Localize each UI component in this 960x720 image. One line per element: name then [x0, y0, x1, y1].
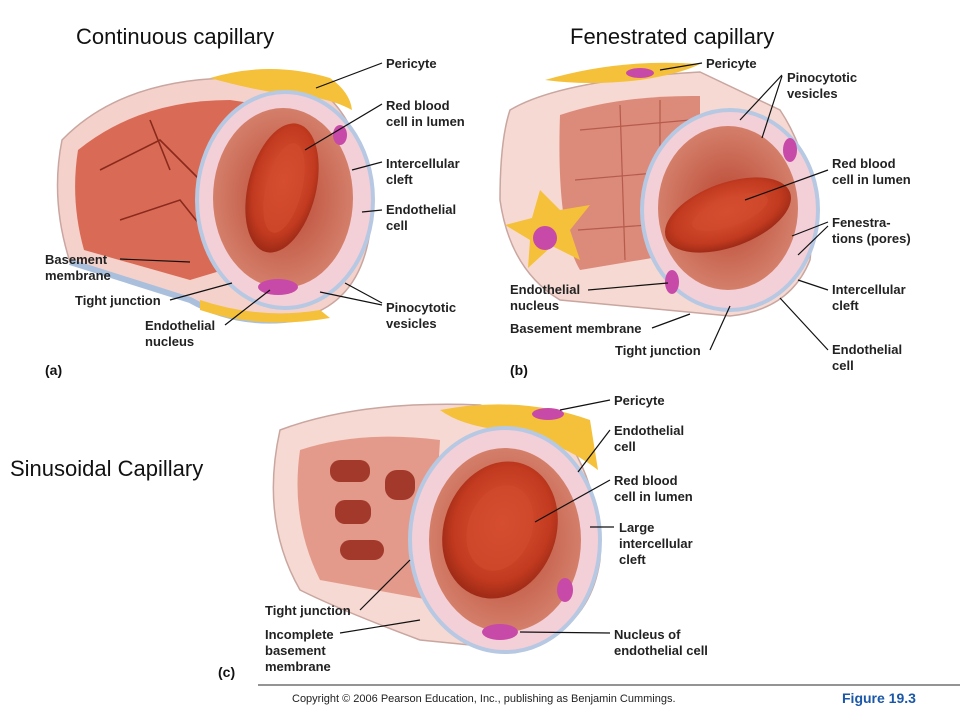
label-b-pino: Pinocytotic vesicles: [787, 70, 858, 101]
title-continuous: Continuous capillary: [76, 24, 275, 49]
label-a-endo-cell: Endothelial cell: [386, 202, 457, 233]
label-b-endo-nucleus: Endothelial nucleus: [510, 282, 581, 313]
label-b-pericyte: Pericyte: [706, 56, 757, 71]
label-a-basement: Basement membrane: [45, 252, 111, 283]
title-fenestrated: Fenestrated capillary: [570, 24, 775, 49]
label-c-rbc: Red blood cell in lumen: [614, 473, 693, 504]
label-b-fenestrations: Fenestra- tions (pores): [832, 215, 911, 246]
panel-a-letter: (a): [45, 362, 63, 378]
label-b-rbc: Red blood cell in lumen: [832, 156, 911, 187]
copyright-text: Copyright © 2006 Pearson Education, Inc.…: [292, 693, 676, 705]
label-a-endo-nucleus: Endothelial nucleus: [145, 318, 216, 349]
label-a-cleft: Intercellular cleft: [386, 156, 460, 187]
label-a-pino: Pinocytotic vesicles: [386, 300, 457, 331]
label-a-rbc: Red blood cell in lumen: [386, 98, 465, 129]
panel-b-letter: (b): [510, 362, 528, 378]
panel-c-letter: (c): [218, 664, 236, 680]
panel-c-diagram: [272, 403, 602, 654]
label-c-pericyte: Pericyte: [614, 393, 665, 408]
panel-b-diagram: [499, 62, 820, 317]
label-a-pericyte: Pericyte: [386, 56, 437, 71]
label-c-cleft: Large intercellular cleft: [619, 520, 693, 567]
label-b-cleft: Intercellular cleft: [832, 282, 906, 313]
label-b-endo-cell: Endothelial cell: [832, 342, 903, 373]
label-c-endo-cell: Endothelial cell: [614, 423, 685, 454]
label-a-tight: Tight junction: [75, 293, 161, 308]
leader-lines: [119, 62, 829, 634]
label-c-incomplete: Incomplete basement membrane: [265, 627, 334, 674]
label-b-basement: Basement membrane: [510, 321, 642, 336]
label-c-tight: Tight junction: [265, 603, 351, 618]
label-b-tight: Tight junction: [615, 343, 701, 358]
figure-number: Figure 19.3: [842, 690, 916, 706]
label-c-nucleus: Nucleus of endothelial cell: [614, 627, 708, 658]
title-sinusoidal: Sinusoidal Capillary: [10, 456, 204, 481]
panel-a-diagram: [56, 69, 375, 324]
